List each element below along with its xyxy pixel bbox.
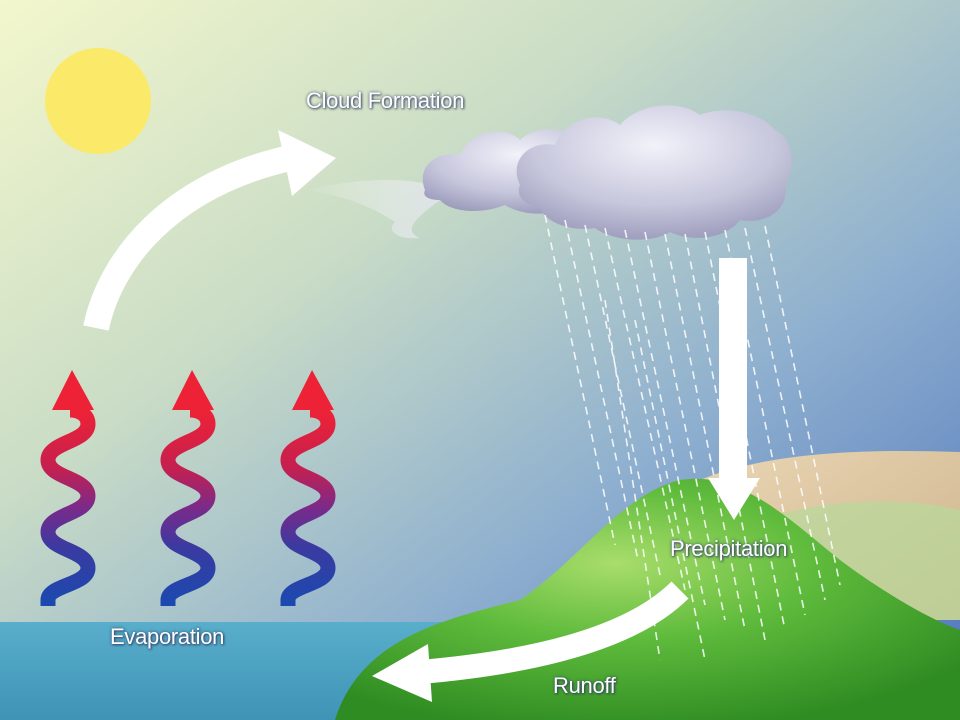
- precipitation-label: Precipitation: [670, 536, 788, 561]
- evaporation-label: Evaporation: [110, 624, 225, 649]
- process-arrow-to-cloud: [83, 130, 336, 331]
- cloud-formation-label: Cloud Formation: [306, 88, 465, 113]
- cloud-icon: [422, 105, 792, 240]
- evaporation-wave-icon: [160, 370, 216, 606]
- evaporation-waves: [40, 370, 336, 606]
- process-arrow-runoff: [372, 581, 689, 702]
- cloud-wisp: [305, 179, 440, 239]
- evaporation-wave-icon: [280, 370, 336, 606]
- sun-icon: [45, 48, 151, 154]
- process-arrow-precipitation: [708, 258, 760, 520]
- runoff-label: Runoff: [553, 673, 616, 698]
- evaporation-wave-icon: [40, 370, 96, 606]
